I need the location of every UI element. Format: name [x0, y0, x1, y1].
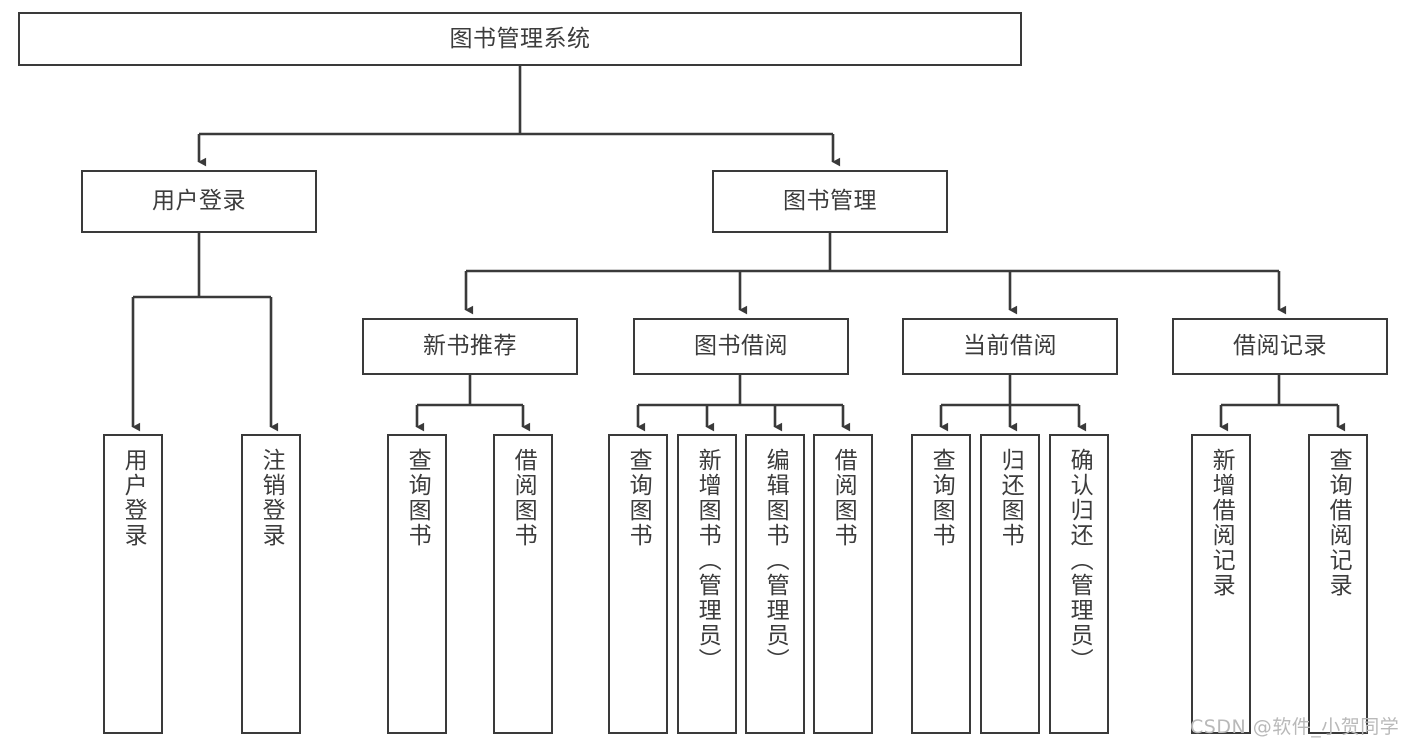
node-current-borrow[interactable]: 当前借阅: [902, 318, 1118, 375]
node-leaf-logout-login[interactable]: 注销登录: [241, 434, 301, 734]
node-leaf-edit-book[interactable]: 编辑图书（管理员）: [745, 434, 805, 734]
node-leaf-user-login[interactable]: 用户登录: [103, 434, 163, 734]
node-label: 新增图书（管理员）: [694, 448, 721, 673]
node-label: 查询图书: [928, 448, 955, 548]
node-leaf-query-book-2[interactable]: 查询图书: [608, 434, 668, 734]
node-label: 图书借阅: [694, 333, 788, 360]
node-label: 新书推荐: [423, 333, 517, 360]
node-leaf-add-book[interactable]: 新增图书（管理员）: [677, 434, 737, 734]
node-leaf-borrow-book-1[interactable]: 借阅图书: [493, 434, 553, 734]
node-label: 借阅图书: [510, 448, 537, 548]
node-leaf-query-book-1[interactable]: 查询图书: [387, 434, 447, 734]
node-label: 编辑图书（管理员）: [762, 448, 789, 673]
node-leaf-confirm-return[interactable]: 确认归还（管理员）: [1049, 434, 1109, 734]
node-label: 用户登录: [152, 188, 246, 215]
node-label: 归还图书: [997, 448, 1024, 548]
node-leaf-return-book[interactable]: 归还图书: [980, 434, 1040, 734]
node-new-book-recommend[interactable]: 新书推荐: [362, 318, 578, 375]
node-label: 查询图书: [404, 448, 431, 548]
node-book-manage[interactable]: 图书管理: [712, 170, 948, 233]
node-label: 用户登录: [120, 448, 147, 548]
node-label: 查询借阅记录: [1325, 448, 1352, 598]
node-root-system[interactable]: 图书管理系统: [18, 12, 1022, 66]
node-label: 查询图书: [625, 448, 652, 548]
node-leaf-borrow-book-2[interactable]: 借阅图书: [813, 434, 873, 734]
node-label: 新增借阅记录: [1208, 448, 1235, 598]
node-leaf-add-record[interactable]: 新增借阅记录: [1191, 434, 1251, 734]
node-book-borrow[interactable]: 图书借阅: [633, 318, 849, 375]
node-leaf-query-book-3[interactable]: 查询图书: [911, 434, 971, 734]
node-label: 注销登录: [258, 448, 285, 548]
watermark-text: CSDN @软件_小贺同学: [1190, 716, 1400, 738]
node-label: 确认归还（管理员）: [1066, 448, 1093, 673]
node-label: 当前借阅: [963, 333, 1057, 360]
node-user-login[interactable]: 用户登录: [81, 170, 317, 233]
node-label: 图书管理系统: [449, 25, 591, 52]
node-label: 图书管理: [783, 188, 877, 215]
node-label: 借阅记录: [1233, 333, 1327, 360]
node-leaf-query-record[interactable]: 查询借阅记录: [1308, 434, 1368, 734]
node-label: 借阅图书: [830, 448, 857, 548]
node-borrow-record[interactable]: 借阅记录: [1172, 318, 1388, 375]
